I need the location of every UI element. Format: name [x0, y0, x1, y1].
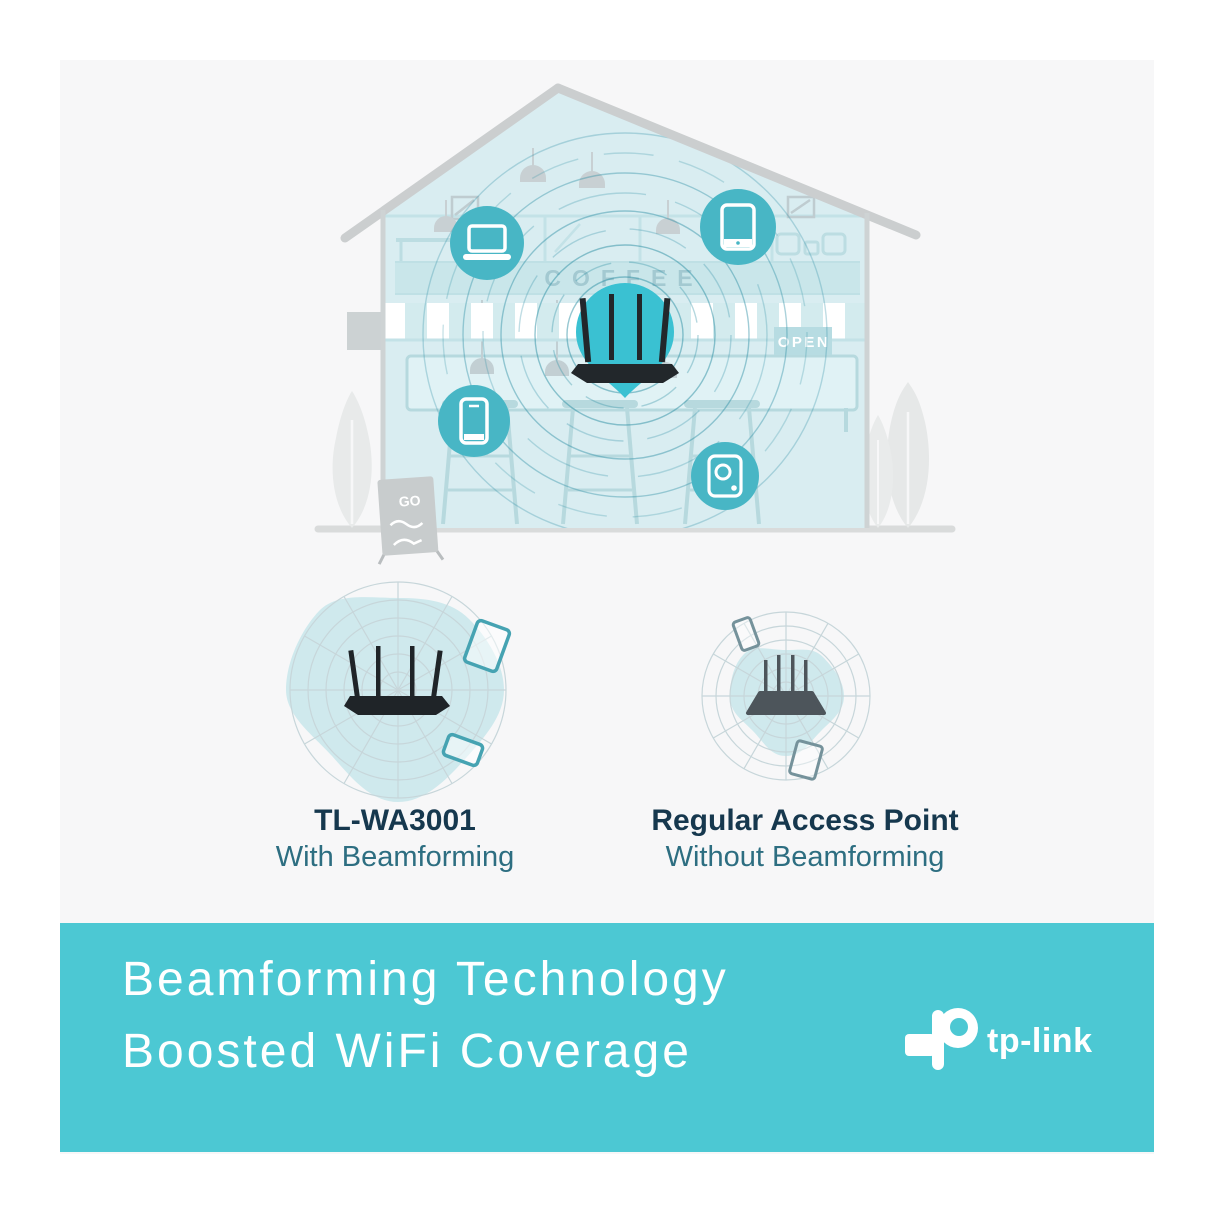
tablet-icon [462, 618, 512, 674]
tp-link-logo: tp-link [903, 1005, 1092, 1075]
board-sign-text: GO [398, 492, 421, 509]
tp-link-logo-icon [905, 1008, 978, 1070]
wifi-pin [571, 283, 679, 398]
sandwich-board: GO [377, 476, 445, 565]
router-icon [746, 655, 826, 715]
open-sign: OPEN [774, 327, 832, 355]
banner-headline-line1: Beamforming Technology [122, 953, 729, 1006]
tp-link-logo-text: tp-link [987, 1022, 1093, 1060]
open-sign-text: OPEN [778, 334, 831, 351]
smartphone-icon [441, 732, 485, 768]
right-product-title: Regular Access Point [651, 804, 959, 837]
signal-rings [422, 132, 828, 528]
tree-icon [332, 391, 372, 528]
smartphone-icon [438, 385, 510, 457]
banner: Beamforming Technology Boosted WiFi Cove… [60, 923, 1154, 1152]
right-product-subtitle: Without Beamforming [665, 841, 945, 873]
tablet-icon [788, 739, 824, 781]
banner-headline-line2: Boosted WiFi Coverage [122, 1025, 692, 1078]
tablet-icon [700, 189, 776, 265]
banner-headline: Beamforming Technology Boosted WiFi Cove… [122, 944, 729, 1088]
awning-end-cap [347, 312, 385, 350]
regular-coverage-figure [701, 611, 871, 781]
router-icon [571, 294, 679, 383]
laptop-icon [450, 206, 524, 280]
tree-icon [862, 382, 930, 528]
house-illustration: COFFEE [314, 83, 956, 565]
smartphone-icon [731, 616, 761, 652]
bar-stool [561, 400, 639, 525]
left-product-subtitle: With Beamforming [275, 841, 515, 873]
walls [380, 210, 870, 528]
router-icon [344, 646, 450, 715]
camera-icon [691, 442, 759, 510]
left-product-title: TL-WA3001 [314, 804, 476, 837]
beamforming-coverage-figure [286, 581, 512, 802]
radar-grid [289, 581, 507, 799]
